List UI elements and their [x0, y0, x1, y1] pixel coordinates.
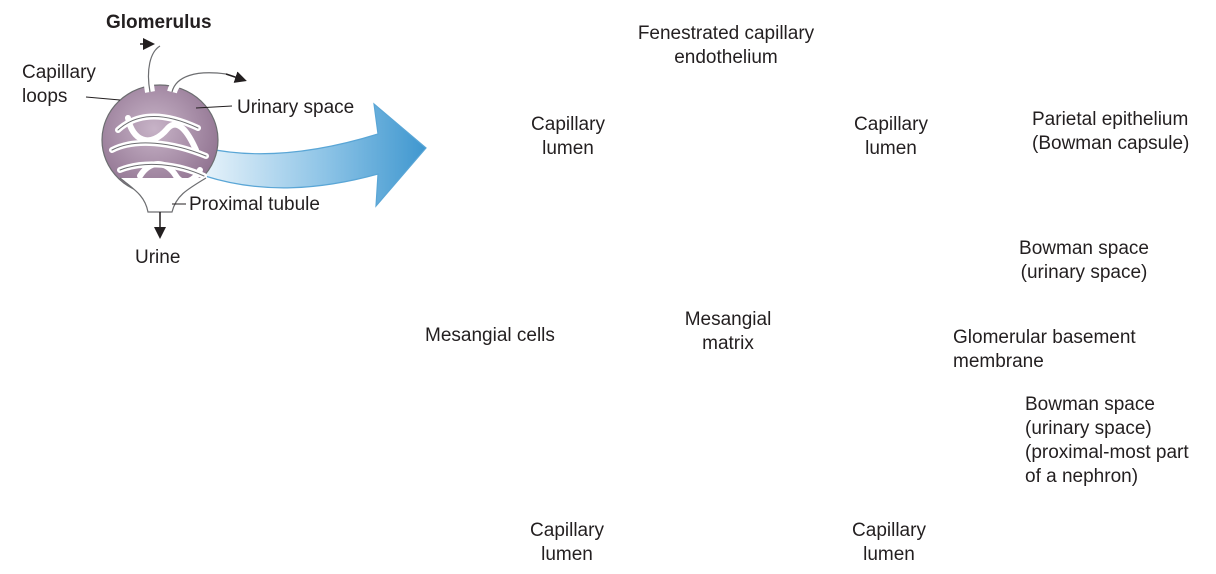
capillary-lumen-label-bottom-left: Capillary lumen — [530, 520, 604, 565]
urine-label: Urine — [135, 247, 181, 268]
fenestrated-endothelium-label: Fenestrated capillary endothelium — [637, 23, 815, 68]
capillary-lumen-label-top-left: Capillary lumen — [531, 114, 605, 159]
capillary-loops-label: Capillary loops — [22, 62, 96, 107]
afferent-efferent-vessels — [143, 41, 227, 94]
mesangial-matrix-label: Mesangial matrix — [684, 309, 772, 354]
glomerular-basement-membrane-label: Glomerular basement membrane — [953, 327, 1136, 372]
mesangial-cells-label: Mesangial cells — [425, 325, 555, 346]
capillary-lumen-label-top-right: Capillary lumen — [854, 114, 928, 159]
glomerulus-title: Glomerulus — [106, 12, 212, 33]
pointer-arrow — [204, 102, 427, 208]
urinary-space-label: Urinary space — [237, 97, 355, 118]
bowman-space-label-lower: Bowman space (urinary space) (proximal-m… — [1025, 394, 1189, 487]
capillary-lumen-label-bottom-right: Capillary lumen — [852, 520, 926, 565]
parietal-epithelium-label: Parietal epithelium (Bowman capsule) — [1032, 109, 1190, 154]
bowman-space-label-upper: Bowman space (urinary space) — [1019, 238, 1149, 283]
proximal-tubule-label: Proximal tubule — [189, 194, 320, 215]
